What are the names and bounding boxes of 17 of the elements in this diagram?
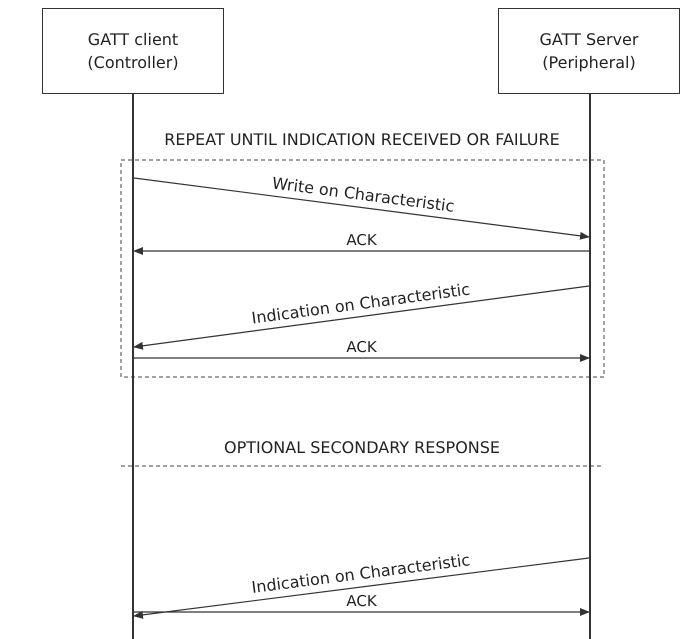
section-heading: OPTIONAL SECONDARY RESPONSE <box>224 438 500 457</box>
message-label: ACK <box>346 231 377 249</box>
message-label: Write on Characteristic <box>270 172 455 216</box>
message-arrow <box>133 285 590 350</box>
message-arrow <box>134 608 590 616</box>
lifeline <box>589 94 591 639</box>
message-arrow <box>134 177 590 240</box>
message-arrow <box>133 247 589 255</box>
message-label: ACK <box>346 592 377 610</box>
message-label: ACK <box>346 338 377 356</box>
message-arrow <box>133 557 590 619</box>
lifeline <box>132 94 134 639</box>
section-heading: REPEAT UNTIL INDICATION RECEIVED OR FAILURE <box>164 130 560 149</box>
message-label: Indication on Characteristic <box>250 279 471 328</box>
participant-box: GATT client (Controller) <box>42 8 224 94</box>
message-arrow <box>134 354 590 362</box>
participant-box: GATT Server (Peripheral) <box>498 8 680 94</box>
